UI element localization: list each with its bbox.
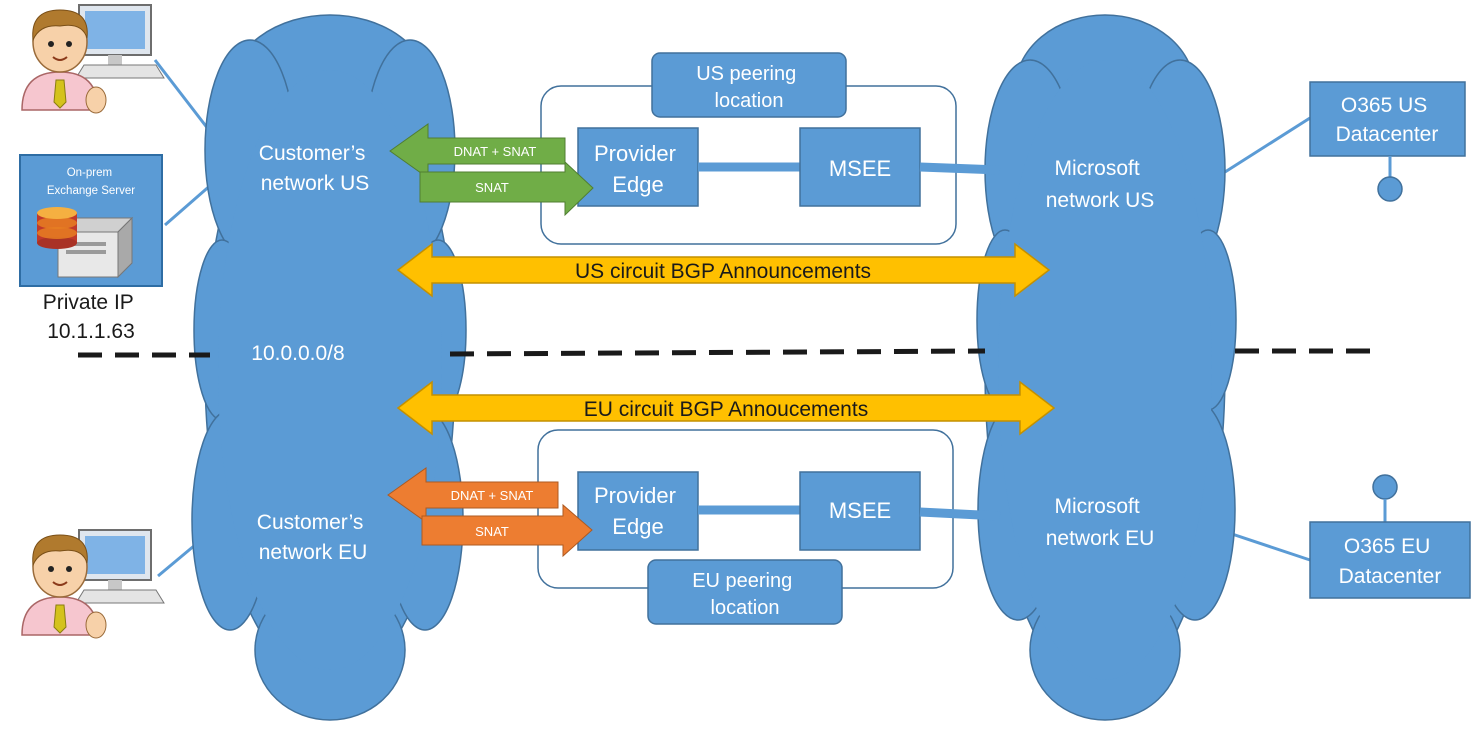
us-msee-label: MSEE bbox=[829, 156, 891, 181]
svg-text:O365 US Datacenter: O365 US Datacenter bbox=[1336, 94, 1439, 146]
us-datacenter-node-icon bbox=[1377, 176, 1403, 202]
eu-datacenter-node-icon bbox=[1372, 474, 1398, 500]
region-separator bbox=[78, 348, 1380, 358]
us-peering-location: US peering location Provider Edge MSEE bbox=[540, 52, 1001, 245]
datacenter-us-link bbox=[1224, 116, 1311, 174]
us-msee-box bbox=[799, 127, 921, 207]
svg-text:DNAT + SNAT: DNAT + SNAT bbox=[454, 144, 537, 159]
customer-prefix-label: 10.0.0.0/8 bbox=[251, 342, 344, 365]
us-snat-arrow: SNAT bbox=[419, 160, 594, 217]
eu-peering-location-label: EU peering location bbox=[692, 570, 798, 619]
eu-snat-arrow: SNAT bbox=[421, 503, 593, 558]
svg-text:EU circuit BGP Annoucements: EU circuit BGP Annoucements bbox=[584, 398, 868, 421]
microsoft-us-label: Microsoft network US bbox=[1046, 157, 1155, 212]
microsoft-network-cloud bbox=[976, 14, 1237, 721]
svg-text:O365 EU Datacenter: O365 EU Datacenter bbox=[1339, 535, 1442, 588]
svg-text:DNAT + SNAT: DNAT + SNAT bbox=[451, 488, 534, 503]
svg-text:SNAT: SNAT bbox=[475, 180, 509, 195]
svg-text:US circuit BGP Announcements: US circuit BGP Announcements bbox=[575, 260, 871, 283]
user-us-icon bbox=[21, 4, 165, 114]
o365-eu-datacenter: O365 EU Datacenter bbox=[1309, 474, 1471, 599]
eu-msee-microsoft-link bbox=[919, 507, 1001, 521]
eu-peering-location: Provider Edge MSEE EU peering location bbox=[537, 429, 1001, 625]
eu-msee-box bbox=[799, 471, 921, 551]
customer-eu-label: Customer’s network EU bbox=[257, 511, 369, 564]
microsoft-eu-label: Microsoft network EU bbox=[1046, 495, 1155, 550]
eu-provider-edge-box bbox=[577, 471, 699, 551]
svg-text:On-prem Exchange Server: On-prem Exchange Server bbox=[47, 167, 135, 197]
us-dnat-snat-arrow: DNAT + SNAT bbox=[389, 123, 566, 179]
us-peering-location-box bbox=[651, 52, 847, 118]
eu-provider-edge-label: Provider Edge bbox=[594, 483, 682, 539]
eu-peering-location-box bbox=[647, 559, 843, 625]
exchange-private-ip: Private IP 10.1.1.63 bbox=[43, 291, 140, 343]
customer-us-label: Customer’s network US bbox=[259, 142, 371, 195]
svg-text:SNAT: SNAT bbox=[475, 524, 509, 539]
eu-bgp-arrow: EU circuit BGP Annoucements bbox=[396, 380, 1056, 436]
us-msee-microsoft-link bbox=[919, 162, 1001, 175]
us-bgp-arrow: US circuit BGP Announcements bbox=[396, 242, 1051, 298]
database-icon bbox=[37, 207, 77, 249]
us-provider-edge-box bbox=[577, 127, 699, 207]
us-peering-location-label: US peering location bbox=[696, 63, 802, 112]
customer-network-cloud bbox=[191, 14, 467, 721]
eu-msee-label: MSEE bbox=[829, 498, 891, 523]
user-eu-icon bbox=[21, 529, 165, 639]
us-provider-edge-label: Provider Edge bbox=[594, 141, 682, 197]
o365-us-datacenter: O365 US Datacenter bbox=[1309, 81, 1466, 202]
exchange-server: On-prem Exchange Server bbox=[19, 154, 163, 287]
